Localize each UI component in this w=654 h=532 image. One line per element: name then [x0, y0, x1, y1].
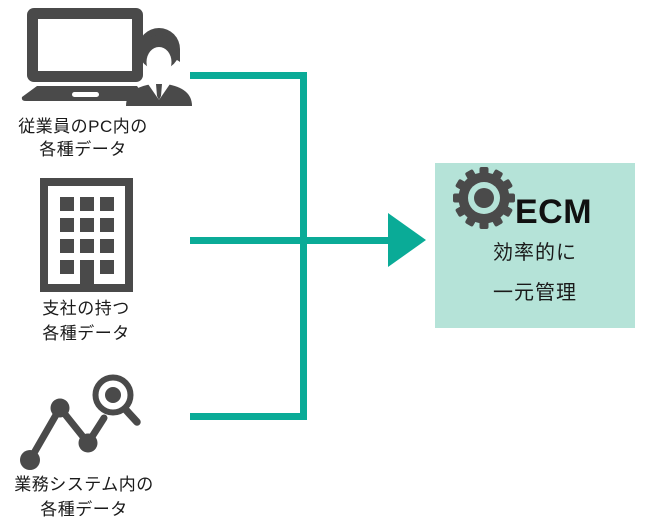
source-label-business-system: 業務システム内の 各種データ [4, 472, 164, 522]
label-line-2: 各種データ [40, 500, 128, 519]
ecm-target-box: ECM 効率的に 一元管理 [435, 163, 635, 328]
label-line-1: 業務システム内の [14, 475, 154, 494]
flow-arrowhead [388, 213, 426, 267]
label-line-1: 従業員のPC内の [18, 117, 148, 136]
laptop-user-icon [21, 8, 192, 106]
building-icon [40, 178, 133, 292]
gear-icon [453, 167, 515, 229]
connector-middle-horizontal [190, 237, 388, 244]
caption-line-2: 一元管理 [493, 282, 577, 304]
ecm-title: ECM [515, 193, 593, 231]
connector-bottom-horizontal [190, 413, 307, 420]
source-label-branch-office: 支社の持つ 各種データ [6, 296, 166, 346]
label-line-2: 各種データ [42, 324, 130, 343]
chart-magnifier-icon [20, 374, 141, 470]
source-label-employee-pc: 従業員のPC内の 各種データ [3, 115, 163, 161]
caption-line-1: 効率的に [493, 242, 577, 264]
ecm-caption: 効率的に 一元管理 [435, 233, 635, 313]
label-line-2: 各種データ [39, 140, 127, 159]
connector-top-horizontal [190, 72, 307, 79]
connector-vertical [300, 72, 307, 420]
label-line-1: 支社の持つ [42, 299, 130, 318]
